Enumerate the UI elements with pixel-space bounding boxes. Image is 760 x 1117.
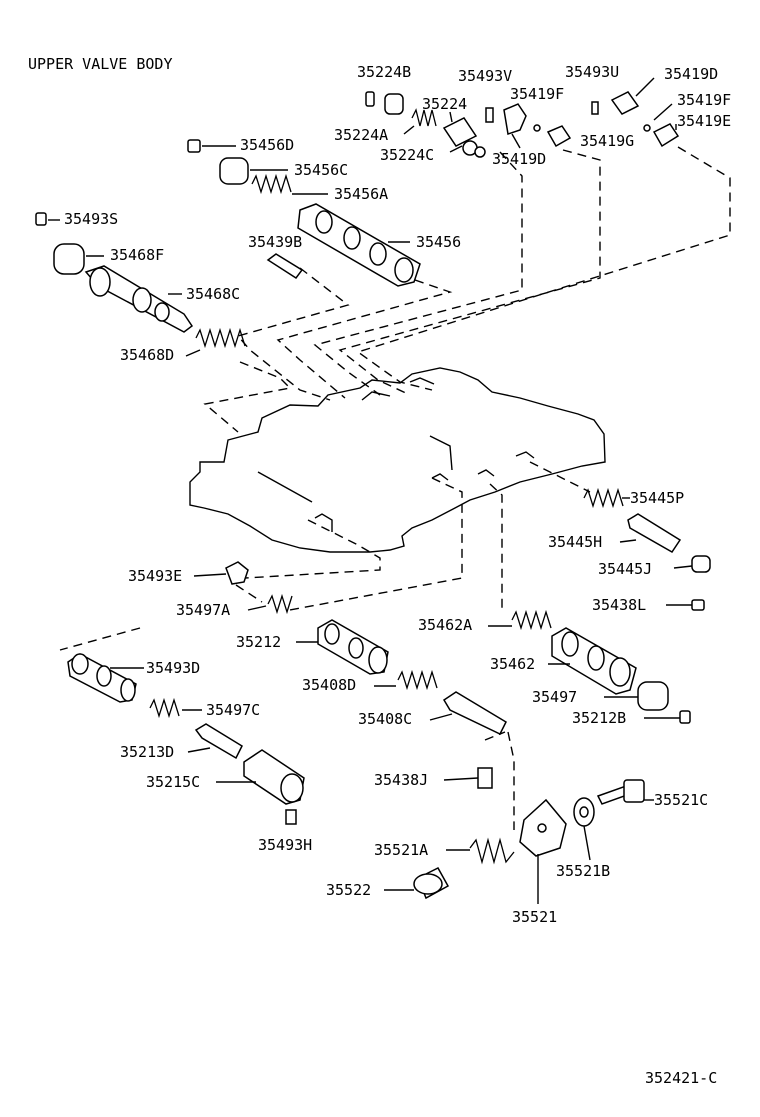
label-35493E: 35438L: [592, 596, 646, 614]
part-35212[interactable]: 35493D: [67, 653, 200, 703]
part-35493V[interactable]: 35493V: [458, 67, 512, 123]
label-35213D: 35213D: [120, 743, 174, 761]
part-35497A[interactable]: 35462A: [418, 609, 552, 634]
label-35419D-mid: 35419D: [492, 150, 546, 168]
part-35212B[interactable]: 35497C: [149, 697, 260, 719]
part-35419D-mid[interactable]: 35419D: [492, 103, 546, 168]
part-35215C[interactable]: 35215C: [146, 749, 305, 805]
part-35438L[interactable]: 35493E: [128, 561, 249, 585]
part-35445P[interactable]: 35445P: [583, 487, 684, 509]
label-35456D: 35456D: [240, 136, 294, 154]
label-35224: 35224: [422, 95, 467, 113]
label-35497C: 35497: [532, 688, 577, 706]
label-35438L: 35493E: [128, 567, 182, 585]
label-35212: 35493D: [146, 659, 200, 677]
label-35419F-a: 35419F: [510, 85, 564, 103]
label-35212B: 35497C: [206, 701, 260, 719]
label-35468F: 35468F: [110, 246, 164, 264]
upper-valve-body-housing: [189, 367, 606, 553]
part-35521A[interactable]: 35521A: [374, 837, 515, 865]
label-35521: 35521: [512, 908, 557, 926]
part-35456D[interactable]: 35456D: [187, 136, 294, 154]
label-35419F-b: 35419F: [677, 91, 731, 109]
part-35224[interactable]: 35224: [422, 95, 486, 158]
part-35419F-b[interactable]: 35419F: [643, 91, 731, 132]
label-35408D: 35408D: [302, 676, 356, 694]
part-35438J[interactable]: 35438J: [374, 767, 493, 789]
part-35419E[interactable]: 35419E: [652, 112, 731, 148]
part-35462A[interactable]: 35497A: [176, 593, 293, 619]
label-35493V: 35493V: [458, 67, 512, 85]
part-35419F-a[interactable]: 35419F: [510, 85, 564, 132]
assembly-guide-lines: [59, 146, 731, 830]
label-35521B: 35521B: [556, 862, 610, 880]
part-35468D[interactable]: 35468D: [120, 327, 246, 364]
part-35493E[interactable]: 35438L: [592, 596, 705, 614]
part-35213D[interactable]: 35213D: [120, 723, 243, 761]
label-35521C: 35521C: [654, 791, 708, 809]
part-35493U[interactable]: 35493U: [565, 63, 619, 115]
part-35408D[interactable]: 35408D: [302, 669, 438, 694]
label-35493S: 35493S: [64, 210, 118, 228]
part-35419G[interactable]: 35419G: [546, 125, 634, 150]
label-35215C: 35215C: [146, 773, 200, 791]
part-35456[interactable]: 35456: [297, 203, 461, 287]
label-35522: 35522: [326, 881, 371, 899]
part-35493S[interactable]: 35493S: [35, 210, 118, 228]
part-35419D-top[interactable]: 35419D: [610, 65, 718, 115]
label-35445P: 35445P: [630, 489, 684, 507]
label-35468C: 35468C: [186, 285, 240, 303]
part-35521[interactable]: 35521: [512, 798, 567, 926]
label-35456A: 35456A: [334, 185, 388, 203]
part-35456A[interactable]: 35456A: [251, 173, 388, 203]
label-35438J: 35438J: [374, 771, 428, 789]
part-35224B[interactable]: 35224B: [357, 63, 411, 115]
part-35497[interactable]: 35462: [490, 627, 637, 695]
label-35462A: 35497A: [176, 601, 230, 619]
label-35497A: 35462A: [418, 616, 472, 634]
part-35445H[interactable]: 35445H: [548, 513, 682, 553]
part-35445J[interactable]: 35445J: [598, 555, 711, 578]
label-35439B: 35439B: [248, 233, 302, 251]
label-35462: 35212: [236, 633, 281, 651]
label-35419D-top: 35419D: [664, 65, 718, 83]
part-35468C[interactable]: 35468C: [84, 265, 240, 333]
part-35439B[interactable]: 35439B: [248, 233, 304, 280]
label-35408C: 35408C: [358, 710, 412, 728]
label-35224A: 35224A: [334, 126, 388, 144]
part-35224A[interactable]: 35224A: [334, 108, 437, 144]
label-35445J: 35445J: [598, 560, 652, 578]
label-35497: 35462: [490, 655, 535, 673]
label-35456C: 35456C: [294, 161, 348, 179]
label-35419G: 35419G: [580, 132, 634, 150]
label-35493D: 35212B: [572, 709, 626, 727]
label-35419E: 35419E: [677, 112, 731, 130]
part-35493D[interactable]: 35212B: [572, 709, 691, 727]
label-35493H: 35493H: [258, 836, 312, 854]
part-35408C[interactable]: 35408C: [358, 691, 507, 735]
part-35224C[interactable]: 35224C: [380, 145, 463, 164]
part-35456C[interactable]: 35456C: [219, 157, 348, 185]
part-35468F[interactable]: 35468F: [53, 243, 164, 275]
label-35456: 35456: [416, 233, 461, 251]
part-35522[interactable]: 35522: [326, 867, 450, 900]
part-35521B[interactable]: 35521B: [556, 797, 610, 880]
label-35493U: 35493U: [565, 63, 619, 81]
label-35468D: 35468D: [120, 346, 174, 364]
part-35462[interactable]: 35212: [236, 619, 389, 675]
diagram-title: UPPER VALVE BODY: [28, 55, 173, 73]
diagram-code: 352421-C: [645, 1069, 717, 1087]
label-35445H: 35445H: [548, 533, 602, 551]
part-35521C[interactable]: 35521C: [596, 779, 708, 809]
part-35493H[interactable]: 35493H: [258, 809, 312, 854]
label-35224B: 35224B: [357, 63, 411, 81]
label-35224C: 35224C: [380, 146, 434, 164]
part-35497C[interactable]: 35497: [532, 681, 669, 711]
label-35521A: 35521A: [374, 841, 428, 859]
